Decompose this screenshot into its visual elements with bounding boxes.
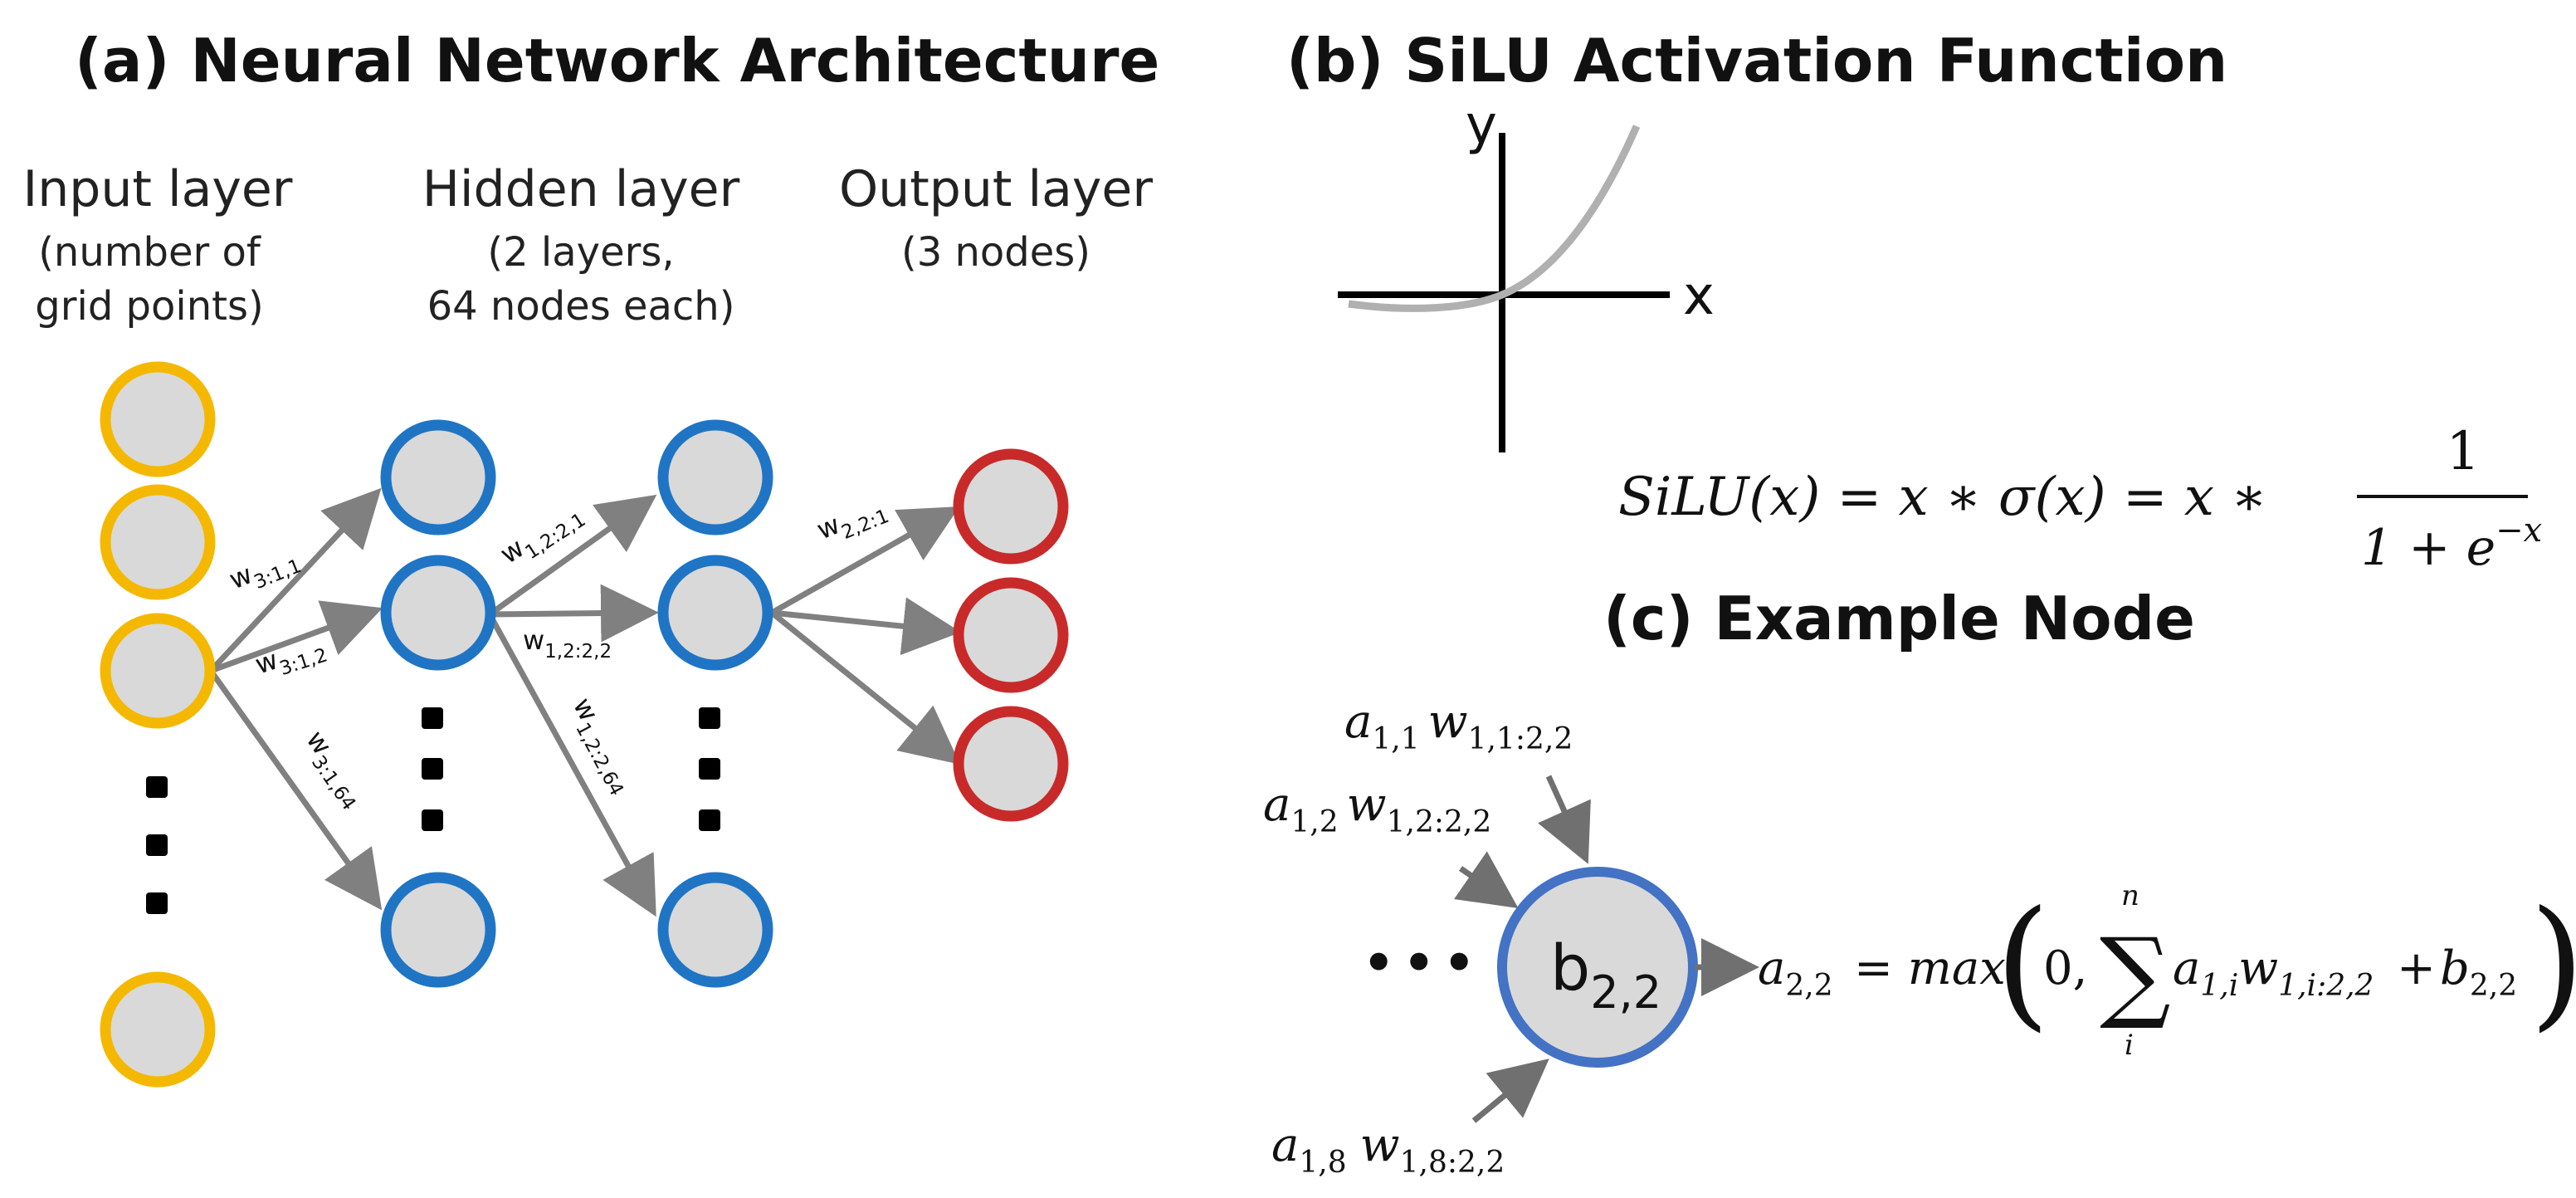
ellipsis-dot <box>699 707 720 729</box>
output-layer-label: Output layer <box>839 160 1153 218</box>
eq-sigma-bottom: i <box>2125 1029 2134 1062</box>
input-arrow-2 <box>1454 851 1519 908</box>
eq-right-paren: ) <box>2530 881 2576 1045</box>
weight-label-1-2-2-64: w1,2:2,64 <box>561 692 642 799</box>
output-equation: a2,2 = max ( 0, ∑ n i a1,iw1,i:2,2 + b2,… <box>1758 879 2576 1062</box>
silu-curve <box>1348 125 1641 312</box>
ellipsis-dot <box>699 758 720 780</box>
input-layer-label: Input layer <box>23 160 293 218</box>
output-node <box>953 577 1069 693</box>
example-node <box>1497 867 1698 1068</box>
arrow-w-3-1-2 <box>209 600 383 674</box>
input-layer-desc-1: (number of <box>38 229 261 276</box>
eq-plus: + <box>2397 941 2436 995</box>
input-layer-desc-2: grid points) <box>35 283 263 330</box>
input-node <box>100 971 216 1088</box>
arrow-w-2-2-3 <box>769 610 960 765</box>
input-node <box>100 361 216 477</box>
input-node <box>100 613 216 729</box>
output-nodes <box>953 448 1069 822</box>
ellipsis-dot <box>146 834 168 856</box>
node-input-arrows <box>1454 775 1591 1123</box>
equation-denominator: 1 + e−x <box>2361 511 2542 577</box>
panel-b: (b) SiLU Activation Function x y SiLU(x)… <box>1286 26 2542 577</box>
panel-c-title: (c) Example Node <box>1603 584 2195 653</box>
eq-sigma: ∑ <box>2100 917 2171 1033</box>
eq-sigma-top: n <box>2121 879 2139 912</box>
hidden-layer-desc-1: (2 layers, <box>487 229 674 276</box>
ellipsis-dot <box>699 809 720 831</box>
arrow-w-3-1-64 <box>208 668 383 911</box>
arrow-w-1-2-2-64 <box>486 613 656 917</box>
ellipsis-dot <box>422 809 443 831</box>
output-node <box>953 706 1069 822</box>
ellipsis-dot <box>422 758 443 780</box>
hidden-layer-label: Hidden layer <box>422 160 740 218</box>
input-nodes <box>100 361 216 1088</box>
hidden-layer-desc-2: 64 nodes each) <box>427 283 735 330</box>
eq-sum-term: a1,iw1,i:2,2 <box>2173 941 2374 1003</box>
weight-label-3-1-1: w3:1,1 <box>225 540 305 602</box>
x-axis-label: x <box>1683 266 1715 327</box>
arrows-hidden-output <box>769 506 961 765</box>
arrow-w-1-2-2-2 <box>489 584 659 643</box>
ellipsis-dot <box>146 892 168 914</box>
hidden1-node <box>380 555 496 671</box>
node-ellipsis: ••• <box>1361 928 1481 998</box>
hidden1-node <box>380 872 496 988</box>
equation-numerator: 1 <box>2447 421 2481 482</box>
input-arrow-1 <box>1538 775 1591 864</box>
output-node <box>953 448 1069 565</box>
arrows-hidden-hidden <box>486 494 659 917</box>
eq-lhs: a2,2 <box>1758 941 1833 1003</box>
eq-zero: 0, <box>2043 941 2087 995</box>
arrow-w-1-2-2-1 <box>487 494 657 617</box>
arrows-input-hidden <box>208 487 383 911</box>
panel-a: (a) Neural Network Architecture Input la… <box>23 26 1159 1088</box>
arrow-w-2-2-2 <box>771 597 961 656</box>
hidden2-node <box>657 419 773 535</box>
hidden1-ellipsis <box>422 707 443 831</box>
weight-label-2-2-1: w2,2:1 <box>812 490 892 552</box>
eq-left-paren: ( <box>1995 881 2050 1045</box>
input-node <box>100 484 216 600</box>
input-ellipsis <box>146 776 168 914</box>
output-layer-desc: (3 nodes) <box>901 229 1090 276</box>
panel-a-title: (a) Neural Network Architecture <box>75 26 1159 95</box>
eq-bias-term: b2,2 <box>2440 941 2517 1003</box>
eq-max: = max <box>1854 941 2006 995</box>
hidden2-nodes <box>657 419 773 988</box>
hidden1-nodes <box>380 419 496 988</box>
silu-equation: SiLU(x) = x ∗ σ(x) = x ∗ 1 1 + e−x <box>1618 421 2542 577</box>
equation-lhs: SiLU(x) = x ∗ σ(x) = x ∗ <box>1618 467 2267 528</box>
ellipsis-dot <box>146 776 168 798</box>
hidden2-node <box>657 872 773 988</box>
weight-label-1-2-2-1: w1,2:2,1 <box>495 496 590 576</box>
weight-label-3-1-2: w3:1,2 <box>251 628 330 687</box>
hidden1-node <box>380 419 496 535</box>
hidden2-ellipsis <box>699 707 720 831</box>
weight-label-1-2-2-2: w1,2:2,2 <box>523 624 612 663</box>
arrow-w-2-2-1 <box>770 506 960 616</box>
ellipsis-dot <box>422 707 443 729</box>
node-bias-label: b2,2 <box>1550 931 1661 1019</box>
y-axis-label: y <box>1466 95 1497 156</box>
input-arrow-3 <box>1471 1059 1549 1123</box>
arrow-w-3-1-1 <box>208 487 382 673</box>
hidden2-node <box>657 555 773 671</box>
panel-b-title: (b) SiLU Activation Function <box>1286 26 2227 95</box>
